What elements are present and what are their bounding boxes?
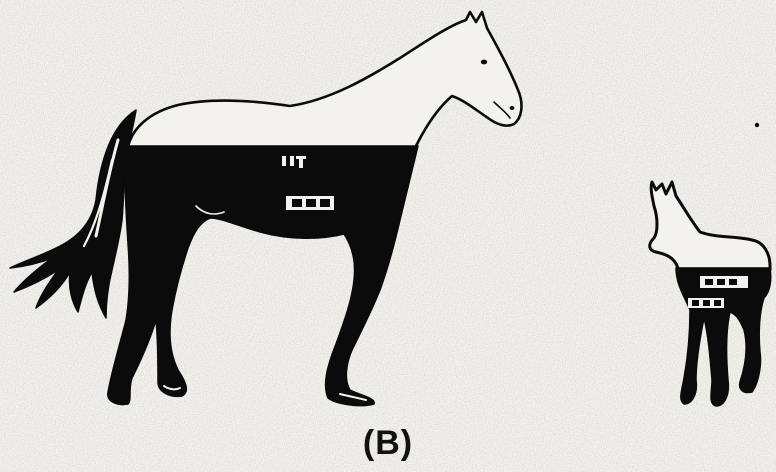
speck-mark (755, 123, 759, 127)
figure-caption: (B) (0, 424, 776, 463)
large-horse-eye (481, 60, 487, 65)
large-horse-mark (282, 156, 286, 166)
large-horse-nostril (510, 106, 515, 110)
